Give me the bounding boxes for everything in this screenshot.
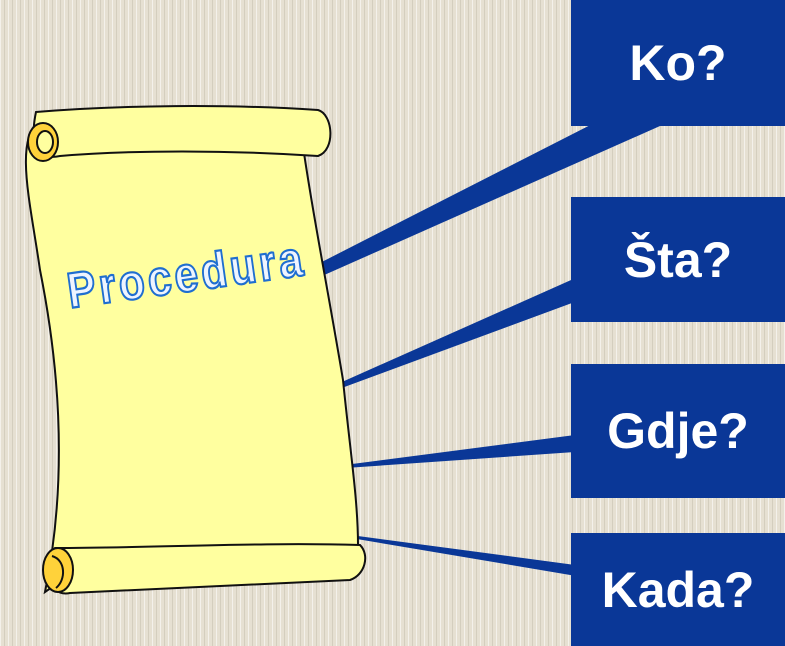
callout-sta: Šta? <box>571 197 785 322</box>
callout-ko-label: Ko? <box>629 35 727 91</box>
scroll-sheet <box>24 113 360 595</box>
scroll-bottom-curl <box>42 547 74 593</box>
callout-sta-label: Šta? <box>623 231 733 288</box>
scroll: Procedura <box>24 105 367 595</box>
scroll-bottom-roll <box>46 543 367 595</box>
callout-gdje-label: Gdje? <box>607 403 749 459</box>
connector-ko <box>310 116 660 276</box>
scroll-top-curl-inner <box>36 130 54 154</box>
connector-sta <box>315 268 618 396</box>
scroll-top-roll <box>32 105 332 158</box>
callout-gdje: Gdje? <box>571 364 785 498</box>
callout-kada: Kada? <box>571 533 785 646</box>
connector-gdje <box>329 435 575 469</box>
callout-kada-label: Kada? <box>601 561 755 618</box>
scroll-bottom-curl-line <box>51 555 64 589</box>
callout-ko: Ko? <box>571 0 785 126</box>
connector-kada <box>343 534 590 578</box>
